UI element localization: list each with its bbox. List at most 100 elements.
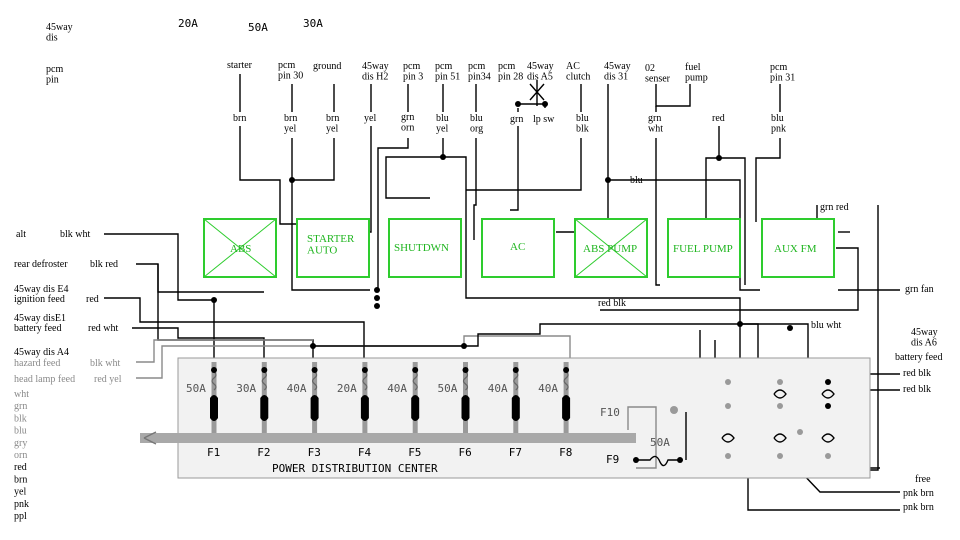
wire-color-pin28: grn bbox=[510, 114, 523, 125]
fuse-name: F3 bbox=[308, 446, 321, 459]
legend-color-orn: orn bbox=[14, 450, 27, 461]
label-red-blk-2: red blk bbox=[903, 384, 931, 395]
fuse-f6: 50A F6 bbox=[438, 362, 472, 459]
pdc-terminal bbox=[777, 403, 783, 409]
label-starter: starter bbox=[227, 60, 253, 71]
label-battery-feed: battery feed bbox=[14, 323, 61, 334]
label-ground: ground bbox=[313, 61, 341, 72]
label-head-lamp-color: red yel bbox=[94, 374, 122, 385]
label-battery-feed-right: battery feed bbox=[895, 352, 942, 363]
relay-shutdown: SHUTDWN bbox=[388, 218, 462, 278]
fuse-f9-rating: 50A bbox=[650, 436, 670, 449]
label-red-blk-mid: red blk bbox=[598, 298, 626, 309]
fuse-rating: 40A bbox=[387, 382, 407, 395]
wire-color-h2: yel bbox=[364, 113, 376, 124]
relay-abs-pump-label: ABS PUMP bbox=[583, 243, 637, 255]
pdc-terminal bbox=[725, 453, 731, 459]
label-45way-dis-a4: 45way dis A4 bbox=[14, 347, 69, 358]
fuse-rating: 50A bbox=[438, 382, 458, 395]
wire-color-starter: brn bbox=[233, 113, 246, 124]
fuse-name: F8 bbox=[559, 446, 572, 459]
pdc-terminal bbox=[797, 429, 803, 435]
relay-abs-pump: ABS PUMP bbox=[574, 218, 648, 278]
label-head-lamp-feed: head lamp feed bbox=[14, 374, 75, 385]
legend-color-brn: brn bbox=[14, 474, 27, 485]
legend-color-red: red bbox=[14, 462, 27, 473]
power-distribution-center: POWER DISTRIBUTION CENTER 50AF130AF240AF… bbox=[140, 357, 871, 479]
header-amp-30: 30A bbox=[303, 17, 323, 30]
fuse-f5: 40A F5 bbox=[387, 362, 421, 459]
pdc-terminal bbox=[777, 379, 783, 385]
label-alt-color: blk wht bbox=[60, 229, 91, 240]
relay-fuel-pump: FUEL PUMP bbox=[667, 218, 741, 278]
relay-ac-label: AC bbox=[510, 241, 525, 253]
legend-color-pnk: pnk bbox=[14, 499, 29, 510]
label-battery-color: red wht bbox=[88, 323, 118, 334]
legend-color-blu: blu bbox=[14, 426, 27, 437]
header-amp-20: 20A bbox=[178, 17, 198, 30]
relay-abs-label: ABS bbox=[230, 243, 251, 255]
fuse-rating: 20A bbox=[337, 382, 357, 395]
pdc-terminal bbox=[725, 379, 731, 385]
pdc-terminal bbox=[725, 403, 731, 409]
fuse-rating: 50A bbox=[186, 382, 206, 395]
legend-color-gry: gry bbox=[14, 438, 27, 449]
fuse-name: F4 bbox=[358, 446, 372, 459]
label-45way-dis-e1: 45way disE1 bbox=[14, 313, 66, 324]
fuse-f10-label: F10 bbox=[600, 406, 620, 419]
fuse-name: F7 bbox=[509, 446, 522, 459]
fuse-name: F5 bbox=[408, 446, 421, 459]
fuse-f4: 20A F4 bbox=[337, 362, 372, 459]
fuse-name: F2 bbox=[257, 446, 270, 459]
label-pnk-brn-2: pnk brn bbox=[903, 502, 934, 513]
wire-color-lp-sw: lp sw bbox=[533, 114, 555, 125]
legend-color-blk: blk bbox=[14, 413, 27, 424]
label-ignition-color: red bbox=[86, 294, 99, 305]
legend-color-yel: yel bbox=[14, 487, 26, 498]
fuse-name: F6 bbox=[459, 446, 472, 459]
label-ignition-feed: ignition feed bbox=[14, 294, 65, 305]
label-free: free bbox=[915, 474, 931, 485]
relay-ac: AC bbox=[481, 218, 555, 278]
fuse-f9-label: F9 bbox=[606, 453, 619, 466]
wire-color-fuel: red bbox=[712, 113, 725, 124]
legend-color-grn: grn bbox=[14, 401, 27, 412]
label-hazard-color: blk wht bbox=[90, 358, 121, 369]
label-blu-wht: blu wht bbox=[811, 320, 842, 331]
fuse-f10-terminal bbox=[670, 406, 678, 414]
relay-aux-fm: AUX FM bbox=[761, 218, 835, 278]
legend-color-wht: wht bbox=[14, 389, 29, 400]
header-amp-50: 50A bbox=[248, 21, 268, 34]
relay-abs: ABS bbox=[203, 218, 277, 278]
